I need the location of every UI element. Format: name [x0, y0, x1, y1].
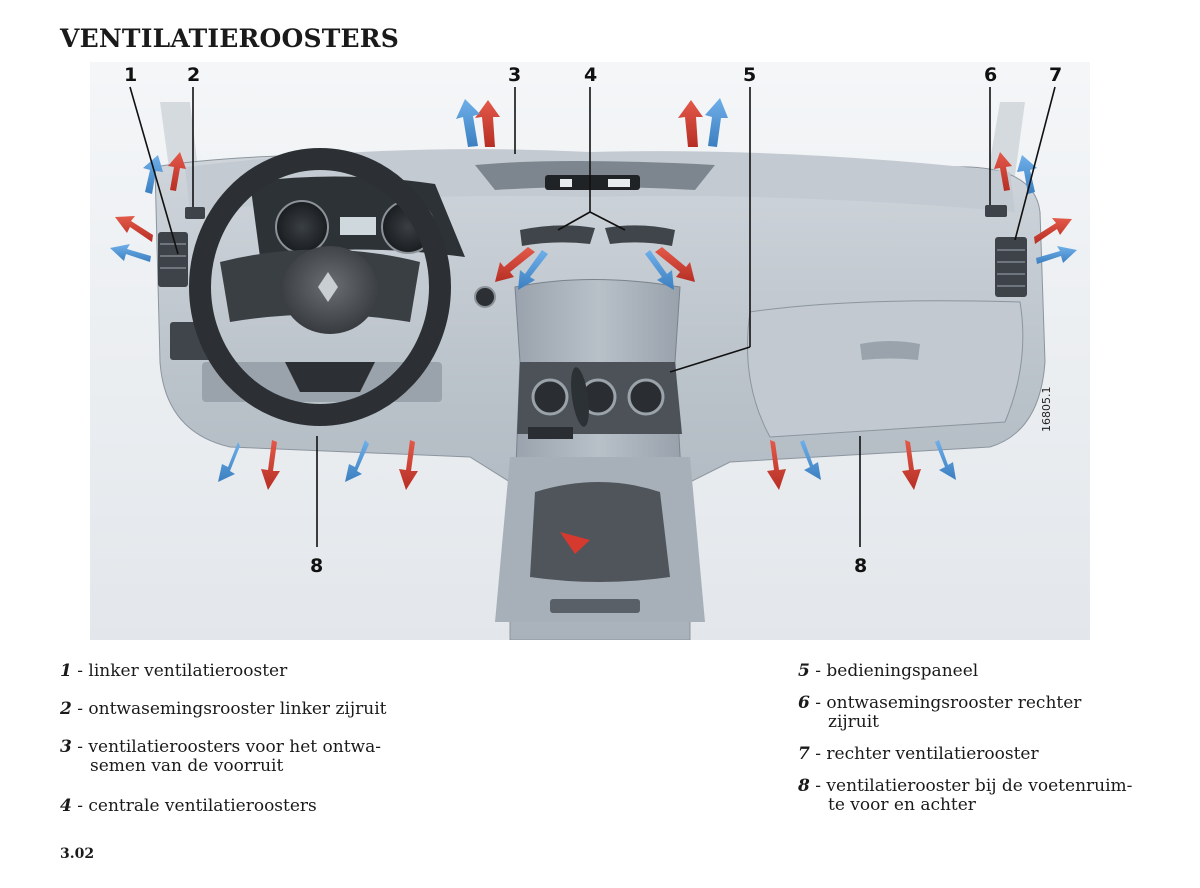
glovebox-handle — [860, 341, 920, 360]
arrows-right-vent — [1034, 218, 1077, 264]
arrows-left-vent — [110, 216, 153, 262]
legend-item-6: 6 - ontwasemingsrooster rechter zijruit — [798, 694, 1148, 732]
gear-boot — [530, 482, 670, 582]
figure-code: 16805.1 — [1040, 387, 1053, 433]
left-defrost-vent — [185, 207, 205, 219]
right-defrost-vent — [985, 205, 1007, 217]
legend-text: rechter ventilatierooster — [826, 744, 1039, 764]
legend-text: bedieningspaneel — [826, 661, 979, 681]
legend-num: 3 — [60, 737, 72, 757]
legend-text: linker ventilatierooster — [88, 661, 288, 681]
legend-item-2: 2 - ontwasemingsrooster linker zijruit — [60, 699, 387, 719]
arrows-footwell-left — [218, 440, 418, 490]
arrows-footwell-right — [767, 440, 956, 490]
arrows-windshield-left — [456, 99, 500, 147]
callout-8-right: 8 — [854, 555, 867, 577]
callout-5: 5 — [743, 64, 756, 86]
cluster-display — [340, 217, 376, 235]
arrows-windshield-right — [678, 98, 728, 147]
legend-item-7: 7 - rechter ventilatierooster — [798, 744, 1039, 764]
callout-1: 1 — [124, 64, 137, 86]
legend-text-continued: zijruit — [828, 712, 880, 732]
speedometer — [275, 200, 329, 254]
arrows-defrost-left — [143, 152, 186, 194]
legend-item-4: 4 - centrale ventilatieroosters — [60, 796, 317, 816]
legend-num: 1 — [60, 661, 72, 681]
ignition-lock — [474, 286, 496, 308]
legend-text-continued: te voor en achter — [828, 795, 976, 815]
steering-wheel-rim — [189, 148, 451, 426]
callout-4: 4 — [584, 64, 597, 86]
callout-leader-lines — [129, 86, 1056, 547]
legend-item-1: 1 - linker ventilatierooster — [60, 661, 288, 681]
legend-item-3: 3 - ventilatieroosters voor het ontwa- s… — [60, 738, 410, 776]
arrows-center-vents — [495, 247, 695, 290]
callout-8-left: 8 — [310, 555, 323, 577]
legend-num: 6 — [798, 693, 810, 713]
brand-logo — [318, 272, 338, 302]
legend-text-continued: semen van de voorruit — [90, 756, 284, 776]
handbrake-button — [560, 532, 590, 554]
arrows-defrost-right — [994, 152, 1037, 194]
legend-item-5: 5 - bedieningspaneel — [798, 661, 979, 681]
glovebox — [747, 300, 1024, 438]
legend-item-8: 8 - ventilatierooster bij de voetenruim-… — [798, 777, 1148, 815]
legend-text: ontwasemingsrooster linker zijruit — [88, 699, 387, 719]
callout-6: 6 — [984, 64, 997, 86]
legend-num: 7 — [798, 744, 810, 764]
legend-text: centrale ventilatieroosters — [88, 796, 317, 816]
legend-text: ventilatierooster bij de voetenruim- — [826, 776, 1133, 796]
central-vent-right — [605, 225, 675, 246]
left-vent — [158, 232, 188, 287]
legend-num: 5 — [798, 661, 810, 681]
climate-knob-left — [531, 378, 569, 416]
page-title: VENTILATIEROOSTERS — [60, 24, 400, 53]
legend-num: 4 — [60, 796, 72, 816]
dashboard-svg: 1 2 3 4 5 6 7 8 8 16805.1 — [90, 62, 1090, 640]
climate-knob-right — [627, 378, 665, 416]
callout-7: 7 — [1049, 64, 1062, 86]
gear-lever — [571, 367, 589, 427]
legend-num: 8 — [798, 776, 810, 796]
right-vent — [995, 237, 1027, 297]
legend-num: 2 — [60, 699, 72, 719]
page-number: 3.02 — [60, 846, 95, 862]
callout-3: 3 — [508, 64, 521, 86]
callout-2: 2 — [187, 64, 200, 86]
dashboard-illustration: 1 2 3 4 5 6 7 8 8 16805.1 — [90, 62, 1090, 640]
legend-text: ontwasemingsrooster rechter — [826, 693, 1082, 713]
legend-text: ventilatieroosters voor het ontwa- — [88, 737, 381, 757]
central-vent-left — [520, 225, 595, 246]
